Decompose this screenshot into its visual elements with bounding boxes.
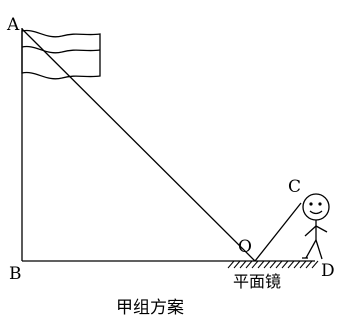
ray-o-to-c <box>254 202 302 262</box>
flag-fold <box>21 45 101 54</box>
flag <box>21 29 101 80</box>
mirror-label: 平面镜 <box>233 272 281 291</box>
person-right-eye <box>318 202 322 206</box>
point-label-a: A <box>6 15 20 35</box>
figure-caption: 甲组方案 <box>116 298 184 318</box>
person-arm-right <box>315 225 328 233</box>
person-mouth <box>309 210 323 215</box>
person-left-eye <box>309 202 313 206</box>
person-leg-left <box>305 239 317 259</box>
person-arm-left <box>304 225 317 237</box>
mirror-hatching <box>227 260 319 269</box>
observer-person <box>302 193 330 260</box>
point-label-b: B <box>9 264 22 284</box>
person-leg-right <box>315 239 323 260</box>
point-label-c: C <box>288 177 301 197</box>
person-head <box>302 193 330 221</box>
ray-a-to-o <box>21 28 256 262</box>
point-label-o: O <box>238 237 252 257</box>
point-label-d: D <box>321 261 335 281</box>
